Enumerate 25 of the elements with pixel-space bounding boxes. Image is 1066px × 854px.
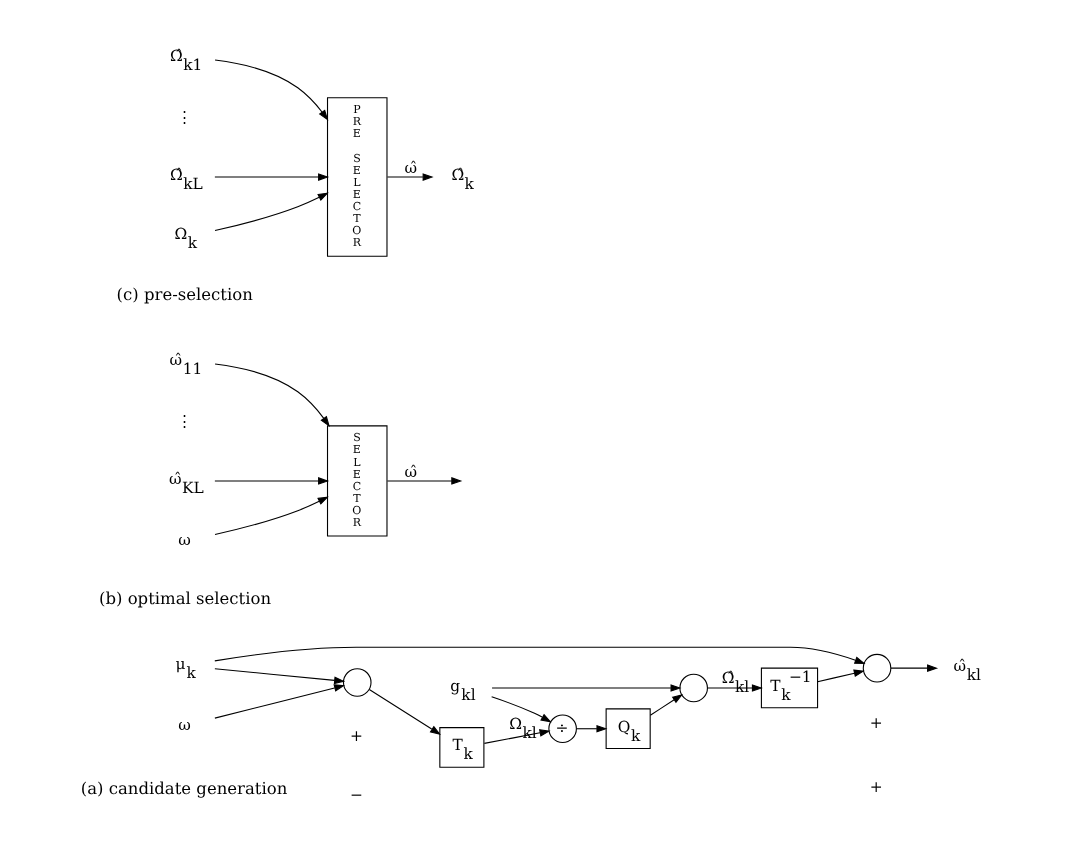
arrow	[213, 684, 345, 719]
node-circle	[861, 653, 891, 683]
label: (b) optimal selection	[98, 587, 271, 608]
arrow	[213, 173, 329, 181]
arrow	[816, 669, 864, 683]
label: (a) candidate generation	[79, 778, 287, 799]
arrow	[706, 684, 762, 692]
arrow	[213, 59, 328, 121]
node-circle	[678, 673, 707, 703]
arrow	[213, 363, 329, 428]
arrow	[889, 664, 938, 673]
arrow	[490, 684, 681, 692]
arrow	[367, 688, 440, 735]
arrow	[575, 724, 607, 733]
arrow	[213, 646, 865, 664]
arrow	[213, 496, 328, 536]
node-circle	[341, 668, 371, 697]
arrow	[213, 668, 345, 685]
arrow	[648, 694, 683, 716]
arrow	[385, 173, 433, 181]
arrow	[213, 192, 328, 232]
label: (c) pre-selection	[115, 283, 252, 304]
arrow	[490, 696, 551, 723]
arrow	[213, 477, 329, 485]
arrow	[385, 477, 462, 485]
